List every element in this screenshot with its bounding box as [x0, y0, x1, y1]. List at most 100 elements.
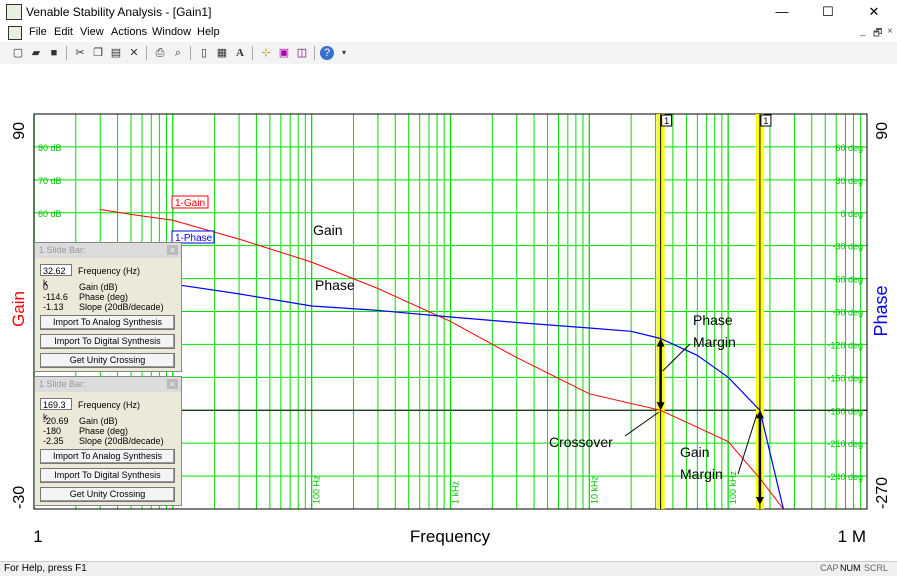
toolbar-separator [252, 46, 253, 60]
phase-label: Phase (deg) [79, 292, 129, 302]
slope-label: Slope (20dB/decade) [79, 436, 164, 446]
status-help-text: For Help, press F1 [4, 563, 87, 574]
slide-bar-title: 1 Slide Bar: [35, 243, 181, 258]
import-digital-button[interactable]: Import To Digital Synthesis [40, 468, 175, 483]
menu-window[interactable]: Window [152, 26, 192, 38]
phase-value: -180 [43, 426, 62, 436]
gain-series-tag [171, 195, 209, 209]
phase-margin-leader [662, 343, 691, 372]
frequency-input[interactable]: 32.62 k [40, 264, 72, 288]
save-icon[interactable]: ■ [50, 47, 58, 59]
column-icon[interactable]: ▯ [200, 47, 208, 59]
chart-icon[interactable]: ▣ [278, 47, 290, 59]
table-icon[interactable]: ▦ [216, 47, 228, 59]
chart-settings-icon[interactable]: ◫ [296, 47, 308, 59]
phase-series-tag [171, 230, 215, 244]
paste-icon[interactable]: ▤ [110, 47, 122, 59]
gain-series [100, 209, 784, 510]
copy-icon[interactable]: ❐ [93, 47, 103, 59]
close-button[interactable]: ✕ [868, 4, 880, 19]
frequency-label: Frequency (Hz) [78, 266, 141, 276]
gain-series-label: 1-Gain [175, 198, 205, 209]
phase-tick-label: -180 deg [827, 406, 863, 416]
mdi-close-button[interactable]: × [887, 26, 893, 37]
right-axis-top-label: 90 [874, 122, 891, 140]
cursor-icon[interactable]: ⊹ [261, 47, 271, 59]
gain-tick-label: 60 dB [38, 209, 62, 219]
frequency-input[interactable]: 169.3 k [40, 398, 72, 422]
slide-bar-panel-2[interactable]: 1 Slide Bar: × 169.3 k Frequency (Hz) -2… [34, 376, 182, 506]
cursor-label: 1 [664, 116, 669, 126]
toolbar-separator [66, 46, 67, 60]
cursor-tag [661, 114, 673, 127]
mdi-minimize-button[interactable]: _ [860, 26, 866, 37]
slope-label: Slope (20dB/decade) [79, 302, 164, 312]
gain-axis-label: Gain [9, 291, 28, 327]
import-digital-button[interactable]: Import To Digital Synthesis [40, 334, 175, 349]
menu-help[interactable]: Help [197, 26, 220, 38]
new-icon[interactable]: ▢ [12, 47, 24, 59]
help-icon[interactable]: ? [320, 46, 334, 60]
frequency-tick-label: 10 kHz [589, 475, 599, 504]
get-unity-crossing-button[interactable]: Get Unity Crossing [40, 487, 175, 502]
right-axis-bottom-label: -270 [874, 477, 891, 509]
toolbar-separator [190, 46, 191, 60]
gain-annotation: Gain [313, 222, 343, 238]
minimize-button[interactable]: — [775, 4, 789, 19]
menu-file[interactable]: File [29, 26, 47, 38]
menu-edit[interactable]: Edit [54, 26, 73, 38]
slide-bar-title: 1 Slide Bar: [35, 377, 181, 392]
gain-row: -20.69 Gain (dB) [41, 416, 177, 426]
close-icon[interactable]: × [167, 379, 178, 389]
phase-tick-label: -30 deg [832, 242, 863, 252]
import-analog-button[interactable]: Import To Analog Synthesis [40, 315, 175, 330]
x-axis-right-label: 1 M [838, 527, 866, 546]
gain-label: Gain (dB) [79, 416, 118, 426]
import-analog-button[interactable]: Import To Analog Synthesis [40, 449, 175, 464]
menu-actions[interactable]: Actions [111, 26, 148, 38]
left-axis-bottom-label: -30 [11, 486, 28, 509]
font-icon[interactable]: A [236, 47, 244, 59]
phase-tick-label: -90 deg [832, 308, 863, 318]
menu-view[interactable]: View [80, 26, 104, 38]
phase-annotation: Phase [315, 277, 355, 293]
gain-value: -20.69 [43, 416, 69, 426]
open-icon[interactable]: ▰ [31, 47, 41, 59]
phase-series-label: 1-Phase [175, 233, 213, 244]
slope-value: -2.35 [43, 436, 64, 446]
print-icon[interactable]: ⎙ [155, 47, 165, 59]
print-preview-icon[interactable]: ⌕ [174, 47, 182, 59]
cut-icon[interactable]: ✂ [75, 47, 85, 59]
close-icon[interactable]: × [167, 245, 178, 255]
frequency-label: Frequency (Hz) [78, 400, 141, 410]
help-dropdown-icon[interactable]: ▾ [341, 48, 346, 57]
cursor-tag [760, 114, 772, 127]
phase-label: Phase (deg) [79, 426, 129, 436]
frequency-tick-label: 100 Hz [312, 475, 322, 504]
arrow-head [755, 497, 764, 505]
arrow-head [656, 402, 665, 411]
get-unity-crossing-button[interactable]: Get Unity Crossing [40, 353, 175, 368]
cursor-label: 1 [763, 116, 768, 126]
slope-row: -1.13 Slope (20dB/decade) [41, 302, 177, 312]
slope-value: -1.13 [43, 302, 64, 312]
scrl-indicator: SCRL [864, 563, 889, 573]
gain-label: Gain (dB) [79, 282, 118, 292]
mdi-restore-button[interactable]: 🗗 [873, 28, 883, 39]
phase-margin-annotation: Margin [693, 334, 736, 350]
document-icon[interactable] [8, 26, 22, 40]
num-indicator: NUM [840, 563, 861, 573]
app-icon [6, 4, 22, 20]
maximize-button[interactable]: ☐ [822, 4, 834, 19]
cap-indicator: CAP [820, 563, 839, 573]
x-axis-left-label: 1 [33, 527, 42, 546]
toolbar: ▢ ▰ ■ ✂ ❐ ▤ ✕ ⎙ ⌕ ▯ ▦ A ⊹ ▣ ◫ ? ▾ [0, 42, 897, 65]
frequency-tick-label: 100 kHz [728, 470, 738, 504]
toolbar-separator [146, 46, 147, 60]
delete-icon[interactable]: ✕ [129, 47, 139, 59]
menu-bar: File Edit View Actions Window Help _ 🗗 × [0, 24, 897, 43]
gain-tick-label: 70 dB [38, 176, 62, 186]
